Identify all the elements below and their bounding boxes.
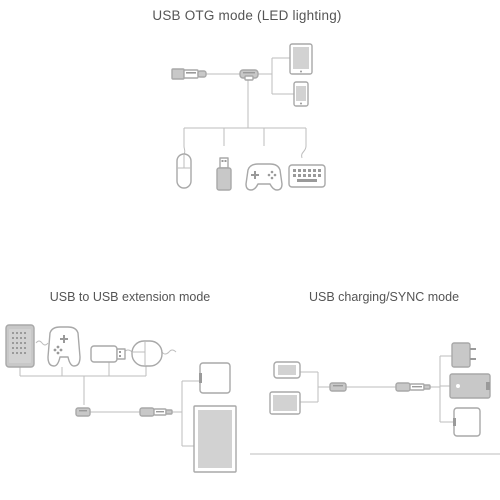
gamepad-icon bbox=[47, 326, 81, 367]
gamepad-icon bbox=[245, 163, 283, 191]
micro-usb-plug-icon bbox=[239, 69, 259, 81]
usb-a-plug-icon bbox=[329, 382, 347, 392]
usb-hub-icon bbox=[453, 407, 481, 437]
extension-connection-lines bbox=[19, 340, 200, 447]
usb-flash-drive-icon bbox=[90, 345, 126, 363]
power-bank-icon bbox=[449, 373, 491, 399]
wall-charger-icon bbox=[451, 342, 476, 368]
smartphone-icon bbox=[293, 81, 309, 107]
otg-connection-lines bbox=[183, 57, 307, 146]
charging-connection-lines bbox=[250, 355, 500, 455]
tablet-icon bbox=[269, 391, 301, 415]
smartphone-icon bbox=[273, 361, 301, 379]
extension-mode-title: USB to USB extension mode bbox=[49, 290, 211, 304]
monitor-icon bbox=[193, 405, 237, 473]
mouse-icon bbox=[176, 145, 192, 189]
usb-a-plug-icon bbox=[171, 68, 207, 80]
charging-mode-title: USB charging/SYNC mode bbox=[308, 290, 460, 304]
keyboard-icon bbox=[288, 145, 326, 188]
usb-flash-drive-icon bbox=[216, 157, 232, 191]
usb-a-plug-icon bbox=[139, 407, 173, 417]
drawing-tablet-icon bbox=[5, 324, 35, 368]
tablet-icon bbox=[289, 43, 313, 75]
mouse-icon bbox=[131, 340, 163, 367]
usb-a-plug-icon bbox=[75, 407, 91, 417]
usb-hub-icon bbox=[199, 362, 231, 394]
usb-a-plug-icon bbox=[395, 382, 431, 392]
otg-mode-title: USB OTG mode (LED lighting) bbox=[152, 8, 342, 23]
